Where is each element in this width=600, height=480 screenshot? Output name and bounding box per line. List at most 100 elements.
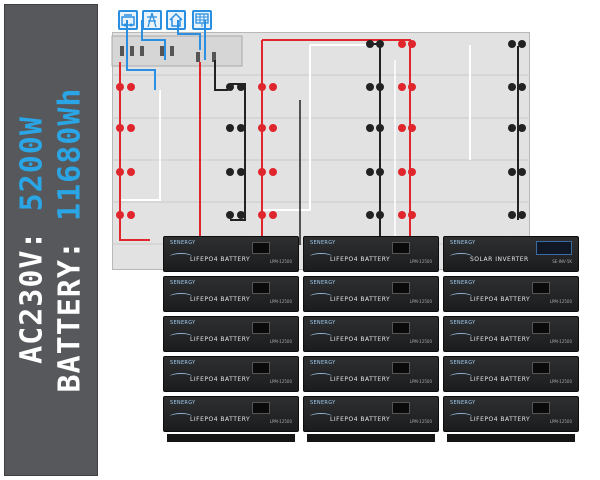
rack-foot (307, 434, 435, 442)
battery-module: SENERGY LIFEPO4 BATTERY LPM-12500 (163, 316, 299, 352)
battery-module: SENERGY LIFEPO4 BATTERY LPM-12500 (163, 276, 299, 312)
module-model: LPM-12500 (269, 259, 292, 264)
solar-panel-icon (192, 10, 212, 30)
module-model: LPM-12500 (269, 379, 292, 384)
spec-banner: AC230V: 5200W BATTERY: 11680Wh (4, 4, 98, 476)
battery-rack: SENERGY LIFEPO4 BATTERY LPM-12500 SENERG… (163, 236, 583, 462)
module-model: LPM-12500 (409, 419, 432, 424)
brand-swoosh-icon (450, 253, 472, 260)
battery-module: SENERGY LIFEPO4 BATTERY LPM-12500 (303, 276, 439, 312)
module-model: LPM-12500 (269, 419, 292, 424)
brand-swoosh-icon (170, 413, 192, 420)
brand-swoosh-icon (310, 333, 332, 340)
inverter-display (536, 241, 572, 255)
module-display (392, 322, 410, 334)
module-title: SOLAR INVERTER (470, 256, 529, 263)
module-model: LPM-12500 (409, 339, 432, 344)
module-display (252, 242, 270, 254)
module-display (532, 282, 550, 294)
battery-module: SENERGY LIFEPO4 BATTERY LPM-12500 (163, 236, 299, 272)
module-model: LPM-12500 (409, 379, 432, 384)
module-title: LIFEPO4 BATTERY (330, 416, 391, 423)
brand-label: SENERGY (170, 280, 196, 286)
module-title: LIFEPO4 BATTERY (190, 256, 251, 263)
brand-swoosh-icon (450, 373, 472, 380)
module-display (392, 402, 410, 414)
brand-swoosh-icon (170, 293, 192, 300)
brand-swoosh-icon (450, 293, 472, 300)
wiring-backplane (112, 32, 530, 270)
brand-label: SENERGY (310, 280, 336, 286)
brand-swoosh-icon (310, 253, 332, 260)
module-model: LPM-12500 (409, 299, 432, 304)
battery-module: SENERGY LIFEPO4 BATTERY LPM-12500 (163, 396, 299, 432)
module-model: LPM-12500 (549, 299, 572, 304)
battery-module: SENERGY LIFEPO4 BATTERY LPM-12500 (443, 396, 579, 432)
brand-swoosh-icon (170, 253, 192, 260)
module-display (532, 322, 550, 334)
module-title: LIFEPO4 BATTERY (470, 376, 531, 383)
module-title: LIFEPO4 BATTERY (190, 296, 251, 303)
module-display (252, 362, 270, 374)
brand-swoosh-icon (450, 413, 472, 420)
brand-label: SENERGY (310, 360, 336, 366)
battery-module: SENERGY LIFEPO4 BATTERY LPM-12500 (443, 276, 579, 312)
module-title: LIFEPO4 BATTERY (470, 336, 531, 343)
module-title: LIFEPO4 BATTERY (190, 336, 251, 343)
module-display (392, 362, 410, 374)
brand-label: SENERGY (450, 360, 476, 366)
battery-module: SENERGY LIFEPO4 BATTERY LPM-12500 (303, 356, 439, 392)
brand-label: SENERGY (170, 240, 196, 246)
module-display (252, 282, 270, 294)
module-title: LIFEPO4 BATTERY (470, 296, 531, 303)
module-display (532, 402, 550, 414)
brand-label: SENERGY (310, 240, 336, 246)
module-display (252, 402, 270, 414)
brand-label: SENERGY (450, 280, 476, 286)
module-model: LPM-12500 (549, 379, 572, 384)
brand-swoosh-icon (170, 373, 192, 380)
brand-label: SENERGY (450, 400, 476, 406)
brand-label: SENERGY (450, 240, 476, 246)
brand-label: SENERGY (170, 400, 196, 406)
battery-module: SENERGY LIFEPO4 BATTERY LPM-12500 (303, 396, 439, 432)
rack-foot (167, 434, 295, 442)
brand-label: SENERGY (310, 400, 336, 406)
brand-swoosh-icon (310, 413, 332, 420)
brand-swoosh-icon (170, 333, 192, 340)
brand-swoosh-icon (450, 333, 472, 340)
module-title: LIFEPO4 BATTERY (330, 296, 391, 303)
brand-label: SENERGY (170, 320, 196, 326)
terminal-blocks (116, 40, 526, 219)
module-display (392, 282, 410, 294)
module-model: LPM-12500 (409, 259, 432, 264)
module-title: LIFEPO4 BATTERY (190, 416, 251, 423)
module-display (532, 362, 550, 374)
module-model: LPM-12500 (549, 339, 572, 344)
brand-swoosh-icon (310, 373, 332, 380)
module-display (392, 242, 410, 254)
module-title: LIFEPO4 BATTERY (330, 336, 391, 343)
solar-inverter-module: SENERGY SOLAR INVERTER SE-INV-5K (443, 236, 579, 272)
battery-module: SENERGY LIFEPO4 BATTERY LPM-12500 (443, 356, 579, 392)
battery-module: SENERGY LIFEPO4 BATTERY LPM-12500 (163, 356, 299, 392)
rack-foot (447, 434, 575, 442)
module-model: LPM-12500 (269, 339, 292, 344)
module-display (252, 322, 270, 334)
battery-module: SENERGY LIFEPO4 BATTERY LPM-12500 (303, 236, 439, 272)
module-model: LPM-12500 (269, 299, 292, 304)
module-title: LIFEPO4 BATTERY (470, 416, 531, 423)
brand-label: SENERGY (450, 320, 476, 326)
module-title: LIFEPO4 BATTERY (190, 376, 251, 383)
module-title: LIFEPO4 BATTERY (330, 376, 391, 383)
battery-module: SENERGY LIFEPO4 BATTERY LPM-12500 (443, 316, 579, 352)
module-title: LIFEPO4 BATTERY (330, 256, 391, 263)
module-model: SE-INV-5K (552, 259, 572, 264)
house-icon (166, 10, 186, 30)
brand-label: SENERGY (310, 320, 336, 326)
battery-module: SENERGY LIFEPO4 BATTERY LPM-12500 (303, 316, 439, 352)
module-model: LPM-12500 (549, 419, 572, 424)
brand-label: SENERGY (170, 360, 196, 366)
brand-swoosh-icon (310, 293, 332, 300)
